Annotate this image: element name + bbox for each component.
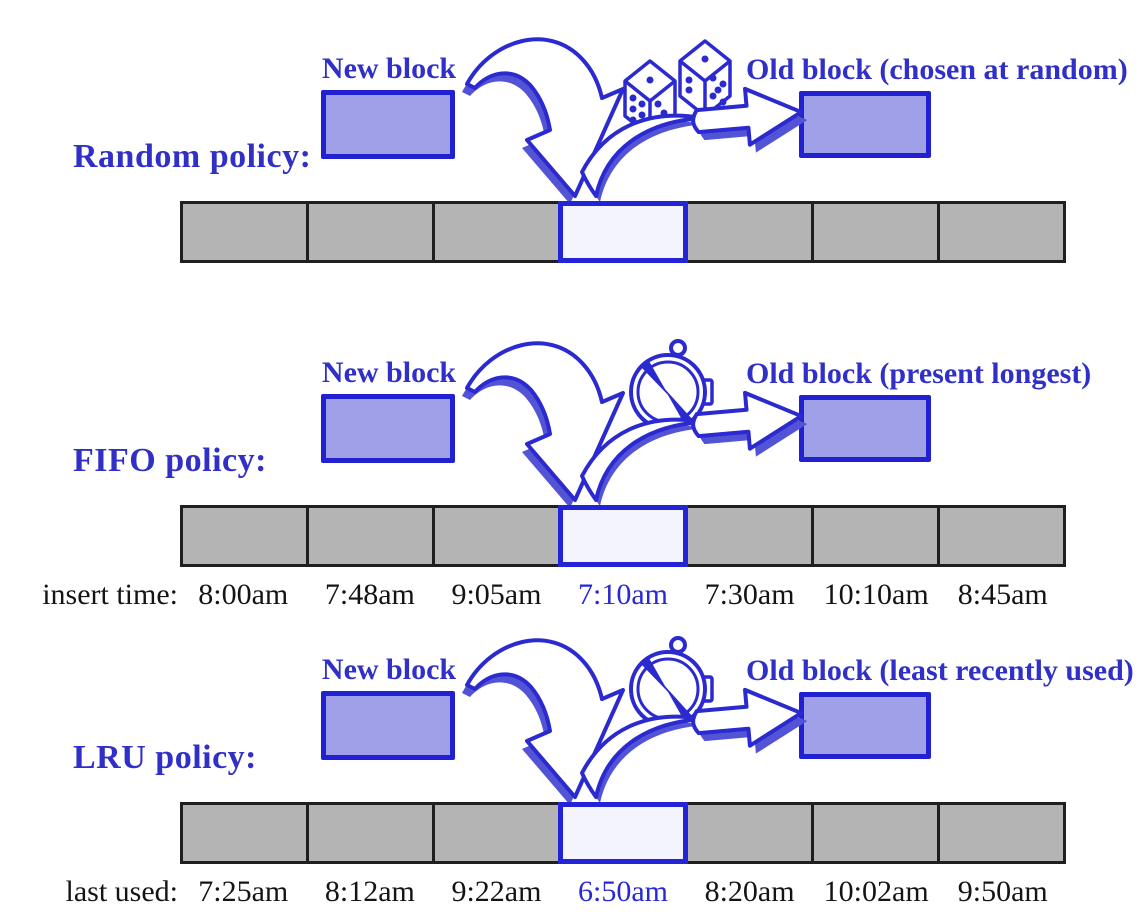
policy-label-fifo: FIFO policy: [73, 442, 267, 479]
cache-cell [306, 204, 433, 260]
last-used-value: 9:22am [451, 875, 542, 908]
cache-row [180, 505, 1066, 567]
cache-cell [684, 508, 811, 564]
cache-cell [432, 204, 559, 260]
cache-cell [684, 204, 811, 260]
cache-cell-highlighted [558, 505, 688, 567]
new-block-label: New block [321, 52, 457, 85]
last-used-value: 10:02am [823, 875, 929, 908]
insert-time-caption: insert time: [42, 578, 178, 611]
cache-cell [306, 805, 433, 861]
clock-icon [631, 341, 712, 429]
insert-time-value-highlighted: 7:10am [578, 578, 669, 611]
curved-down-arrow-icon [462, 343, 623, 508]
insert-time-row: 8:00am 7:48am 9:05am 7:10am 7:30am 10:10… [180, 578, 1066, 612]
cache-row [180, 201, 1066, 263]
evict-right-arrow-icon [582, 388, 810, 506]
insert-time-value: 8:45am [957, 578, 1048, 611]
cache-cell [684, 805, 811, 861]
curved-down-arrow-icon [462, 640, 623, 805]
insert-time-value: 8:00am [198, 578, 289, 611]
old-block-label: Old block (present longest) [746, 357, 1092, 390]
last-used-row: 7:25am 8:12am 9:22am 6:50am 8:20am 10:02… [180, 875, 1066, 909]
cache-cell [936, 204, 1063, 260]
last-used-value: 7:25am [198, 875, 289, 908]
last-used-value-highlighted: 6:50am [578, 875, 669, 908]
insert-time-value: 10:10am [823, 578, 929, 611]
cache-cell [810, 508, 937, 564]
cache-cell [936, 508, 1063, 564]
cache-cell [432, 805, 559, 861]
cache-cell [810, 204, 937, 260]
evict-right-arrow-icon [582, 84, 810, 202]
cache-cell-highlighted [558, 201, 688, 263]
policy-label-lru: LRU policy: [73, 739, 257, 776]
cache-cell [183, 805, 307, 861]
policy-label-random: Random policy: [73, 138, 312, 175]
new-block-label: New block [321, 653, 457, 686]
new-block [321, 394, 455, 463]
cache-cell-highlighted [558, 802, 688, 864]
old-block [799, 692, 931, 759]
last-used-caption: last used: [65, 875, 179, 908]
cache-cell [936, 805, 1063, 861]
old-block [799, 395, 931, 462]
insert-time-value: 7:30am [704, 578, 795, 611]
cache-cell [306, 508, 433, 564]
dice-icon [625, 41, 730, 136]
old-block-label: Old block (least recently used) [746, 654, 1134, 687]
eviction-graphics [440, 629, 812, 829]
clock-icon [631, 638, 712, 726]
cache-cell [810, 805, 937, 861]
eviction-graphics [440, 28, 812, 228]
last-used-value: 8:12am [324, 875, 415, 908]
old-block-label: Old block (chosen at random) [746, 53, 1128, 86]
insert-time-value: 7:48am [324, 578, 415, 611]
last-used-value: 8:20am [704, 875, 795, 908]
eviction-graphics [440, 332, 812, 532]
new-block [321, 90, 455, 159]
insert-time-value: 9:05am [451, 578, 542, 611]
cache-cell [183, 204, 307, 260]
curved-down-arrow-icon [462, 39, 623, 204]
old-block [799, 91, 931, 158]
evict-right-arrow-icon [582, 685, 810, 803]
new-block [321, 691, 455, 760]
cache-cell [432, 508, 559, 564]
cache-row [180, 802, 1066, 864]
new-block-label: New block [321, 356, 457, 389]
last-used-value: 9:50am [957, 875, 1048, 908]
cache-cell [183, 508, 307, 564]
